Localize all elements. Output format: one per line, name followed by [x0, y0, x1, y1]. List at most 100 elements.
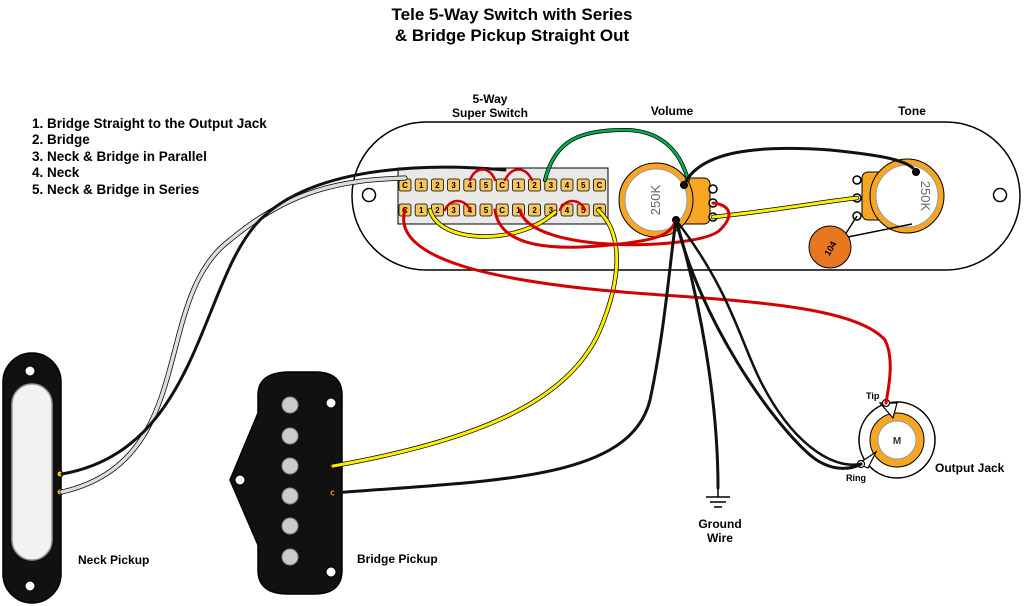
bridge-pickup [229, 371, 343, 595]
tip-label: Tip [866, 391, 880, 401]
switch-pin-bottom-11 [576, 203, 590, 217]
switch-pin-label-top-0: C [402, 181, 408, 190]
switch-pin-label-bottom-8: 2 [532, 206, 537, 215]
bridge-pickup-label: Bridge Pickup [357, 552, 438, 566]
tone-capacitor: 104 [808, 215, 913, 269]
legend-item-4: 4. Neck [32, 165, 80, 180]
volume-pot: 250K [618, 162, 718, 238]
wire-yellow-jumper-core [428, 208, 557, 238]
switch-pin-label-top-10: 4 [565, 181, 570, 190]
switch-pin-top-2 [430, 178, 444, 192]
bridge-pickup-hole-left [234, 474, 246, 486]
switch-pin-top-8 [528, 178, 541, 192]
plate-screw-right [992, 187, 1008, 203]
polepiece-4 [281, 487, 299, 505]
neck-pickup [2, 352, 64, 604]
neck-pickup-label: Neck Pickup [78, 553, 149, 567]
wire-yellow-bridge-core [331, 208, 619, 468]
wire-red-top-1 [468, 168, 497, 182]
switch-pin-label-top-5: 5 [484, 181, 489, 190]
tone-pot-value: 250K [918, 181, 933, 212]
wire-red-switch-2 [518, 201, 731, 247]
switch-pin-top-12 [593, 178, 606, 192]
legend-item-3: 3. Neck & Bridge in Parallel [32, 149, 207, 164]
tone-lug-1 [852, 175, 862, 185]
switch-pin-label-bottom-3: 3 [451, 206, 456, 215]
jack-center [877, 420, 917, 460]
legend-item-2: 2. Bridge [32, 132, 90, 147]
capacitor-body [808, 225, 852, 269]
bridge-pickup-hole-top [325, 397, 337, 409]
polepiece-1 [281, 396, 299, 414]
switch-pin-label-top-6: C [499, 181, 505, 190]
switch-pin-bottom-8 [528, 203, 541, 217]
volume-pot-body [624, 168, 688, 232]
switch-pin-top-3 [447, 178, 461, 192]
wire-black-ring-2 [674, 218, 863, 466]
switch-pin-label-bottom-2: 2 [435, 206, 440, 215]
polepiece-2 [281, 427, 299, 445]
wire-black-vol-tone [682, 146, 918, 187]
switch-pin-top-7 [512, 178, 525, 192]
polepiece-6 [281, 548, 299, 566]
polepiece-3 [281, 457, 299, 475]
switch-pin-top-1 [414, 178, 428, 192]
switch-pin-bottom-1 [414, 203, 428, 217]
wire-white-neck [59, 175, 408, 495]
position-legend: 1. Bridge Straight to the Output Jack 2.… [32, 116, 267, 197]
plate-screw-left [361, 187, 377, 203]
output-jack: M [856, 398, 936, 479]
switch-label-2: Super Switch [452, 106, 528, 120]
switch-pin-top-5 [479, 178, 493, 192]
switch-pin-top-10 [560, 178, 574, 192]
wire-red-bot-1 [443, 199, 472, 212]
switch-pin-bottom-5 [479, 203, 493, 217]
switch-pin-label-top-1: 1 [419, 181, 424, 190]
neck-pickup-hole-top [24, 365, 36, 377]
volume-pot-value: 250K [648, 184, 663, 215]
bridge-pickup-base [229, 371, 343, 595]
wire-black-bridge [331, 218, 678, 495]
wire-red-tip [402, 208, 892, 405]
switch-pin-label-top-7: 1 [516, 181, 521, 190]
switch-pin-label-top-2: 2 [435, 181, 440, 190]
wire-red-top-2 [503, 168, 534, 182]
polepiece-5 [281, 517, 299, 535]
wire-black-ring [674, 218, 863, 470]
volume-label: Volume [651, 104, 694, 118]
switch-pin-top-11 [576, 178, 590, 192]
switch-pin-label-top-12: C [597, 181, 603, 190]
title-line-2: & Bridge Pickup Straight Out [395, 26, 630, 45]
wire-green-core [543, 128, 690, 182]
bridge-pickup-hole-bottom [325, 566, 337, 578]
ground-label-2: Wire [707, 531, 733, 545]
switch-pin-label-bottom-9: 3 [549, 206, 554, 215]
ring-label: Ring [846, 473, 866, 483]
wire-red-bot-2 [558, 199, 587, 212]
wire-yellow-tone-core [711, 196, 859, 219]
switch-pin-label-bottom-11: 5 [581, 206, 586, 215]
title-line-1: Tele 5-Way Switch with Series [392, 5, 633, 24]
wire-black-neck [60, 165, 507, 476]
switch-pin-top-9 [544, 178, 558, 192]
switch-pin-label-top-11: 5 [581, 181, 586, 190]
ground-label-1: Ground [698, 517, 741, 531]
switch-pin-bottom-3 [447, 203, 461, 217]
neck-pickup-cover [11, 383, 53, 561]
volume-lug-1 [708, 184, 718, 194]
switch-pin-label-top-4: 4 [468, 181, 473, 190]
legend-item-5: 5. Neck & Bridge in Series [32, 182, 199, 197]
switch-pin-label-top-9: 3 [549, 181, 554, 190]
output-jack-label: Output Jack [935, 461, 1005, 475]
switch-pin-label-bottom-6: C [499, 206, 505, 215]
tone-pot: 250K [852, 158, 945, 234]
ground-symbol [706, 488, 730, 508]
jack-mark: M [893, 436, 901, 447]
switch-pin-label-top-3: 3 [451, 181, 456, 190]
tone-label: Tone [898, 104, 926, 118]
wire-white-neck-core [60, 176, 407, 494]
switch-pin-label-bottom-10: 4 [565, 206, 570, 215]
neck-pickup-hole-bottom [24, 580, 36, 592]
